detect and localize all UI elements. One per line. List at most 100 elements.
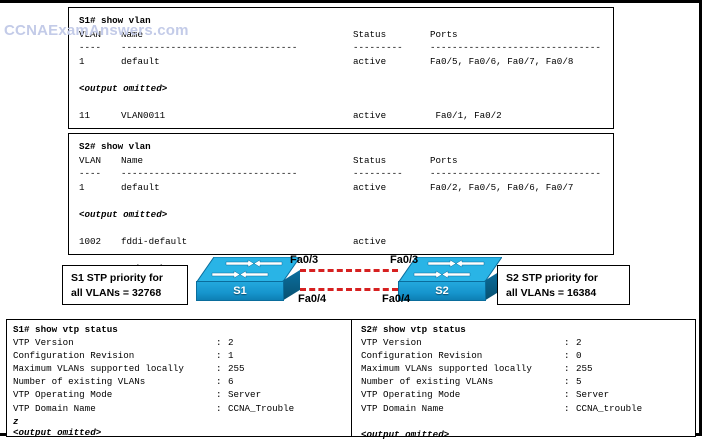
note-s1-stp-priority: S1 STP priority for all VLANs = 32768	[62, 265, 188, 305]
vtp-separator: :	[564, 402, 570, 414]
vtp-key: Configuration Revision	[361, 350, 483, 362]
vtp-row: VTP Operating Mode : Server	[361, 388, 695, 401]
vtp-value: 2	[228, 337, 234, 349]
cell-vlan-id: 1	[79, 181, 85, 193]
vtp-value: 0	[576, 350, 582, 362]
col-header-ports: Ports	[430, 28, 458, 40]
cli-prompt-s1-vtp: S1# show vtp status	[13, 324, 118, 335]
vtp-value: CCNA_Trouble	[228, 402, 295, 414]
vtp-separator: :	[216, 376, 222, 388]
note-s2-stp-priority: S2 STP priority for all VLANs = 16384	[497, 265, 630, 305]
rule-vlan: ----	[79, 168, 102, 180]
switch-icon-s2: S2	[398, 257, 502, 309]
rule-status: ---------	[353, 42, 403, 54]
trunk-link-top	[300, 269, 398, 272]
vtp-value: 6	[228, 376, 234, 388]
vtp-key: VTP Version	[361, 337, 422, 349]
switch-icon-s1: S1	[196, 257, 300, 309]
vtp-separator: :	[216, 389, 222, 401]
vtp-key: Maximum VLANs supported locally	[361, 363, 532, 375]
cli-output-s1-show-vtp-status: S1# show vtp status VTP Version : 2 Conf…	[7, 320, 351, 438]
vtp-value: 255	[228, 363, 245, 375]
cell-vlan-name: fddi-default	[121, 236, 188, 248]
cell-vlan-name: default	[121, 181, 160, 193]
cell-vlan-status: active	[353, 110, 387, 122]
vtp-separator: :	[564, 389, 570, 401]
table-row: 11 VLAN0011 active Fa0/1, Fa0/2	[79, 109, 613, 123]
vtp-row: Number of existing VLANs : 6	[13, 375, 351, 388]
table-row: 1 default active Fa0/2, Fa0/5, Fa0/6, Fa…	[79, 181, 613, 195]
vtp-separator: :	[216, 402, 222, 414]
table-row: 1 default active Fa0/5, Fa0/6, Fa0/7, Fa…	[79, 55, 613, 69]
interface-label-s1-fa04: Fa0/4	[298, 293, 327, 305]
vtp-row: Maximum VLANs supported locally : 255	[13, 362, 351, 375]
cell-vlan-id: 1002	[79, 236, 102, 248]
note-s1-line2: all VLANs = 32768	[71, 287, 162, 299]
cell-vlan-name: VLAN0011	[121, 110, 166, 122]
output-omitted-marker: <output omitted>	[79, 82, 168, 94]
network-topology-diagram: S1 S2 Fa0/3 Fa0/3 Fa0/4 Fa0/4	[0, 254, 702, 317]
interface-label-s2-fa04: Fa0/4	[382, 293, 411, 305]
table-row: 1002 fddi-default active	[79, 235, 613, 249]
vtp-row: VTP Domain Name : CCNA_Trouble	[13, 402, 351, 415]
vtp-separator: :	[564, 350, 570, 362]
interface-label-s2-fa03: Fa0/3	[390, 254, 419, 266]
cli-output-s2-show-vtp-status: S2# show vtp status VTP Version : 2 Conf…	[351, 320, 695, 440]
blank-line	[79, 194, 613, 208]
blank-line	[79, 68, 613, 82]
col-header-ports: Ports	[430, 154, 458, 166]
vtp-row: VTP Domain Name : CCNA_trouble	[361, 402, 695, 415]
vtp-value: 2	[576, 337, 582, 349]
vtp-key: Configuration Revision	[13, 350, 135, 362]
vtp-key: Number of existing VLANs	[361, 376, 494, 388]
vtp-value: 1	[228, 350, 234, 362]
output-omitted-marker: <output omitted>	[13, 426, 102, 438]
vtp-key: VTP Domain Name	[361, 402, 444, 414]
switch-label-s1: S1	[233, 285, 247, 297]
cell-vlan-status: active	[353, 236, 387, 248]
note-s2-line2: all VLANs = 16384	[506, 287, 597, 299]
blank-line	[79, 222, 613, 236]
rule-name: --------------------------------	[121, 168, 298, 180]
vtp-separator: :	[216, 363, 222, 375]
col-header-name: Name	[121, 28, 144, 40]
vtp-key: Number of existing VLANs	[13, 376, 146, 388]
cli-prompt-s2-vlan: S2# show vlan	[79, 141, 151, 152]
vtp-value: 5	[576, 376, 582, 388]
note-s1-line1: S1 STP priority for	[71, 272, 163, 284]
cell-vlan-ports: Fa0/1, Fa0/2	[430, 110, 502, 122]
vlan-table-header: VLAN Name Status Ports	[79, 154, 613, 168]
stray-character: z	[13, 415, 19, 427]
blank-line	[79, 96, 613, 110]
rule-ports: -------------------------------	[430, 42, 601, 54]
note-s2-line1: S2 STP priority for	[506, 272, 598, 284]
cli-prompt-s1-vlan: S1# show vlan	[79, 15, 151, 26]
vlan-table-header: VLAN Name Status Ports	[79, 28, 613, 42]
cell-vlan-name: default	[121, 55, 160, 67]
col-header-status: Status	[353, 28, 387, 40]
switch-front-face	[398, 281, 486, 301]
rule-name: --------------------------------	[121, 42, 298, 54]
vtp-value: Server	[576, 389, 610, 401]
cell-vlan-status: active	[353, 55, 387, 67]
cell-vlan-id: 11	[79, 110, 91, 122]
vtp-row: Configuration Revision : 1	[13, 349, 351, 362]
cli-output-vtp-status-panel: S1# show vtp status VTP Version : 2 Conf…	[6, 319, 696, 440]
col-header-vlan: VLAN	[79, 28, 102, 40]
output-omitted-marker: <output omitted>	[79, 208, 168, 220]
vtp-separator: :	[564, 376, 570, 388]
switch-front-face	[196, 281, 284, 301]
col-header-name: Name	[121, 154, 144, 166]
vtp-row: VTP Operating Mode : Server	[13, 388, 351, 401]
rule-vlan: ----	[79, 42, 102, 54]
rule-status: ---------	[353, 168, 403, 180]
cli-prompt-s2-vtp: S2# show vtp status	[361, 324, 466, 335]
vlan-table-rule: ---- -------------------------------- --…	[79, 167, 613, 181]
vtp-separator: :	[564, 337, 570, 349]
vtp-value: CCNA_trouble	[576, 402, 643, 414]
blank-line	[361, 415, 695, 428]
cell-vlan-ports: Fa0/5, Fa0/6, Fa0/7, Fa0/8	[430, 55, 574, 67]
vtp-key: VTP Version	[13, 337, 74, 349]
cli-output-s1-show-vlan: S1# show vlan VLAN Name Status Ports ---…	[68, 7, 614, 148]
